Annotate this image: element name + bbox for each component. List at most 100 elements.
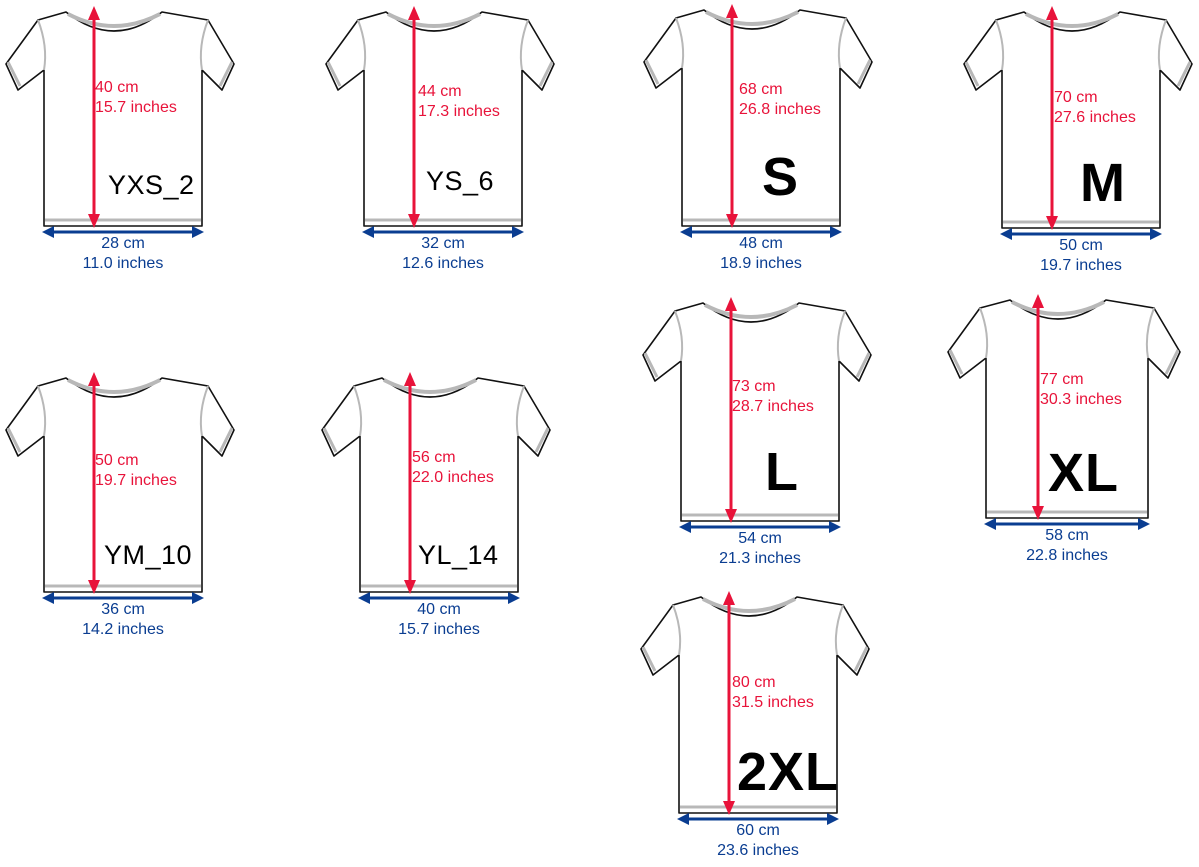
shirt-illustration	[5, 6, 235, 238]
length-cm-label: 56 cm	[412, 449, 456, 466]
length-cm-label: 70 cm	[1054, 89, 1098, 106]
length-inches-label: 26.8 inches	[739, 101, 821, 118]
width-arrow-head-left	[42, 226, 54, 238]
size-label: L	[765, 442, 799, 502]
left-sleeve-trim	[964, 61, 980, 87]
collar-trim	[1025, 12, 1119, 28]
shirt-illustration	[5, 372, 235, 604]
length-arrow-head-bottom	[726, 214, 738, 228]
left-sleeve-trim	[6, 427, 22, 453]
width-cm-label: 54 cm	[738, 530, 782, 547]
width-cm-label: 40 cm	[417, 601, 461, 618]
shirt-illustration	[325, 6, 555, 238]
left-sleeve-seam	[675, 17, 685, 69]
shirt-illustration	[640, 591, 870, 825]
collar-trim	[383, 378, 477, 394]
collar-trim	[705, 10, 799, 26]
right-sleeve-trim	[538, 61, 554, 87]
length-inches-label: 30.3 inches	[1040, 391, 1122, 408]
width-arrow-head-right	[192, 592, 204, 604]
width-cm-label: 50 cm	[1059, 237, 1103, 254]
width-inches-label: 22.8 inches	[1026, 547, 1108, 564]
length-arrow-head-bottom	[1046, 216, 1058, 230]
width-inches-label: 12.6 inches	[402, 255, 484, 272]
length-inches-label: 17.3 inches	[418, 103, 500, 120]
size-label: XL	[1048, 443, 1120, 503]
width-inches-label: 18.9 inches	[720, 255, 802, 272]
left-sleeve-trim	[6, 61, 22, 87]
right-sleeve-trim	[856, 59, 872, 85]
size-label: 2XL	[737, 742, 840, 802]
width-cm-label: 28 cm	[101, 235, 145, 252]
length-arrow-head-top	[726, 4, 738, 18]
left-sleeve-seam	[37, 385, 47, 437]
right-sleeve-seam	[836, 310, 846, 362]
length-arrow-head-top	[1032, 294, 1044, 308]
length-arrow-head-bottom	[88, 214, 100, 228]
length-arrow-head-bottom	[723, 801, 735, 815]
left-sleeve-trim	[322, 427, 338, 453]
shirt-illustration	[643, 4, 873, 238]
length-inches-label: 19.7 inches	[95, 472, 177, 489]
length-arrow-head-bottom	[88, 580, 100, 594]
width-inches-label: 21.3 inches	[719, 550, 801, 567]
right-sleeve-seam	[519, 19, 529, 71]
left-sleeve-seam	[353, 385, 363, 437]
collar-trim	[702, 597, 796, 613]
left-sleeve-seam	[37, 19, 47, 71]
collar-trim	[67, 12, 161, 28]
right-sleeve-seam	[1157, 19, 1167, 71]
width-arrow-head-right	[830, 226, 842, 238]
width-arrow-head-left	[677, 813, 689, 825]
shirt-illustration	[963, 6, 1193, 240]
width-inches-label: 15.7 inches	[398, 621, 480, 638]
width-cm-label: 58 cm	[1045, 527, 1089, 544]
right-sleeve-trim	[218, 61, 234, 87]
shirt-illustration	[642, 297, 872, 533]
shirt-illustration	[321, 372, 551, 604]
length-cm-label: 50 cm	[95, 452, 139, 469]
length-arrow-head-bottom	[404, 580, 416, 594]
width-arrow-head-right	[192, 226, 204, 238]
width-arrow-head-right	[508, 592, 520, 604]
width-inches-label: 23.6 inches	[717, 842, 799, 859]
right-sleeve-trim	[1164, 349, 1180, 375]
length-cm-label: 73 cm	[732, 378, 776, 395]
size-label: YM_10	[104, 540, 193, 570]
left-sleeve-seam	[672, 604, 682, 656]
length-cm-label: 77 cm	[1040, 371, 1084, 388]
right-sleeve-seam	[834, 604, 844, 656]
size-label: S	[762, 147, 800, 207]
right-sleeve-trim	[855, 352, 871, 378]
width-arrow-head-left	[680, 226, 692, 238]
right-sleeve-seam	[837, 17, 847, 69]
right-sleeve-trim	[218, 427, 234, 453]
length-inches-label: 27.6 inches	[1054, 109, 1136, 126]
width-arrow-head-left	[42, 592, 54, 604]
right-sleeve-seam	[199, 385, 209, 437]
size-label: YS_6	[426, 166, 495, 196]
left-sleeve-seam	[357, 19, 367, 71]
length-inches-label: 28.7 inches	[732, 398, 814, 415]
size-label: M	[1080, 153, 1126, 213]
right-sleeve-seam	[199, 19, 209, 71]
collar-trim	[704, 303, 798, 319]
length-inches-label: 15.7 inches	[95, 99, 177, 116]
width-inches-label: 11.0 inches	[82, 255, 164, 272]
length-arrow-head-top	[408, 6, 420, 20]
length-arrow-head-top	[725, 297, 737, 311]
collar-trim	[67, 378, 161, 394]
width-arrow-head-right	[1150, 228, 1162, 240]
length-arrow-head-bottom	[408, 214, 420, 228]
shirt-illustration	[947, 294, 1181, 530]
left-sleeve-seam	[674, 310, 684, 362]
